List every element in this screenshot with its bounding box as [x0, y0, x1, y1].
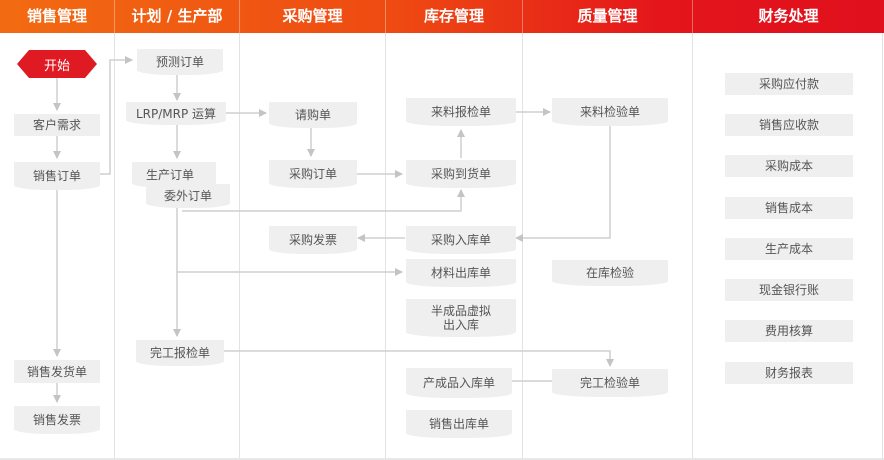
- node-requisition[interactable]: 请购单: [269, 102, 357, 128]
- finance-item-purchase-cost[interactable]: 采购成本: [725, 155, 853, 177]
- node-incoming-inspection-report[interactable]: 来料报检单: [406, 98, 516, 126]
- node-sales-delivery[interactable]: 销售发货单: [14, 360, 100, 383]
- node-sales-invoice[interactable]: 销售发票: [14, 406, 100, 434]
- lane-finance: [693, 33, 883, 458]
- lane-header-planning: 计划 / 生产部: [115, 0, 240, 33]
- node-sales-outbound[interactable]: 销售出库单: [406, 410, 512, 438]
- node-forecast-order[interactable]: 预测订单: [137, 49, 223, 75]
- swimlane-header: 销售管理 计划 / 生产部 采购管理 库存管理 质量管理 财务处理: [0, 0, 884, 33]
- node-finished-inbound[interactable]: 产成品入库单: [406, 368, 512, 398]
- node-semi-virtual-line1: 半成品虚拟: [430, 304, 491, 318]
- finance-item-cash-bank[interactable]: 现金银行账: [725, 279, 853, 301]
- finance-item-receivables[interactable]: 销售应收款: [725, 114, 853, 136]
- node-customer-demand[interactable]: 客户需求: [14, 114, 100, 136]
- lane-header-inventory: 库存管理: [386, 0, 523, 33]
- node-purchase-order[interactable]: 采购订单: [269, 160, 357, 188]
- lane-inventory: [386, 33, 523, 458]
- node-outsource-order[interactable]: 委外订单: [146, 184, 230, 208]
- node-purchase-inbound[interactable]: 采购入库单: [406, 226, 516, 254]
- finance-item-financial-reports[interactable]: 财务报表: [725, 362, 853, 384]
- node-completion-inspection[interactable]: 完工检验单: [552, 369, 668, 397]
- lane-header-quality: 质量管理: [523, 0, 693, 33]
- node-purchase-arrival[interactable]: 采购到货单: [406, 160, 516, 188]
- finance-item-sales-cost[interactable]: 销售成本: [725, 197, 853, 219]
- finance-item-expense-accounting[interactable]: 费用核算: [725, 320, 853, 342]
- node-semi-virtual-line2: 出入库: [442, 318, 479, 332]
- node-material-outbound[interactable]: 材料出库单: [406, 259, 516, 287]
- node-mrp-calculation[interactable]: LRP/MRP 运算: [126, 102, 226, 125]
- lane-quality: [523, 33, 693, 458]
- lane-purchase: [240, 33, 386, 458]
- lane-header-finance: 财务处理: [758, 7, 819, 25]
- lane-planning: [115, 33, 240, 458]
- node-completion-report[interactable]: 完工报检单: [136, 340, 224, 366]
- lane-header-sales: 销售管理: [0, 0, 115, 33]
- node-stock-inspection[interactable]: 在库检验: [552, 260, 668, 286]
- node-incoming-inspection[interactable]: 来料检验单: [552, 98, 668, 126]
- node-purchase-invoice[interactable]: 采购发票: [269, 226, 357, 254]
- finance-item-payables[interactable]: 采购应付款: [725, 73, 853, 95]
- start-node[interactable]: 开始: [17, 50, 97, 78]
- bottom-border: [0, 458, 884, 460]
- lane-header-purchase: 采购管理: [240, 0, 386, 33]
- node-production-order[interactable]: 生产订单: [132, 162, 216, 188]
- node-sales-order[interactable]: 销售订单: [14, 162, 100, 190]
- lane-sales: [0, 33, 115, 458]
- node-semi-virtual-io[interactable]: 半成品虚拟 出入库: [406, 299, 516, 337]
- finance-item-production-cost[interactable]: 生产成本: [725, 238, 853, 260]
